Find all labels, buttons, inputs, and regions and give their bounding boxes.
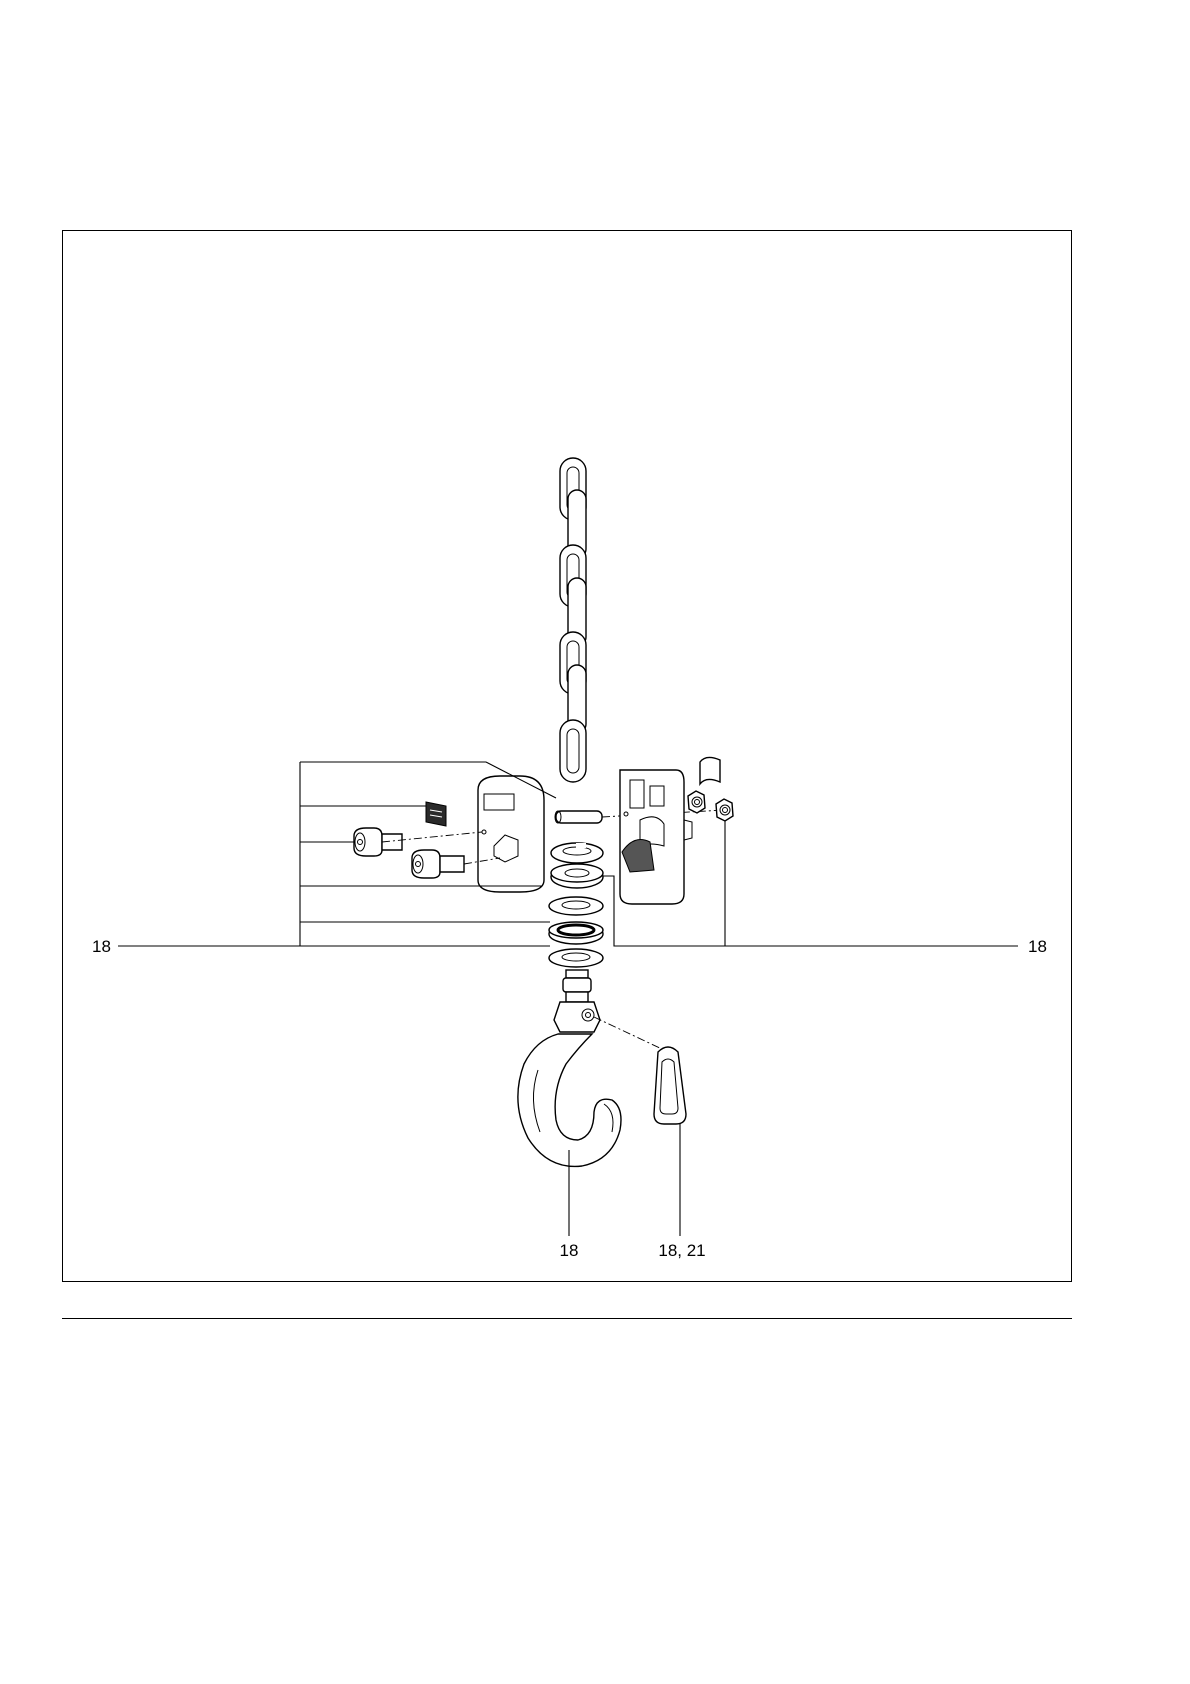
callout-safety-latch: 18, 21	[658, 1241, 705, 1260]
bottom-block-right-half	[620, 770, 692, 904]
socket-head-screw-lower	[412, 850, 464, 878]
washer-1	[549, 897, 603, 915]
hex-nut-a	[688, 791, 705, 813]
load-hook	[518, 970, 621, 1166]
latch-axis	[594, 1017, 664, 1050]
warning-label	[426, 802, 446, 826]
safety-latch	[654, 1047, 686, 1124]
load-chain	[560, 458, 586, 782]
socket-head-screw-upper	[354, 828, 402, 856]
callout-right: 18	[1028, 937, 1047, 956]
load-pin	[555, 811, 602, 823]
nameplate-small	[700, 757, 720, 784]
hex-nut-b	[716, 799, 733, 821]
bottom-block-left-half	[478, 776, 544, 892]
callout-hook: 18	[560, 1241, 579, 1260]
thrust-bearing	[549, 922, 603, 944]
callout-left: 18	[92, 937, 111, 956]
circlip	[551, 843, 603, 863]
washer-2	[549, 949, 603, 967]
split-ring	[551, 864, 603, 888]
